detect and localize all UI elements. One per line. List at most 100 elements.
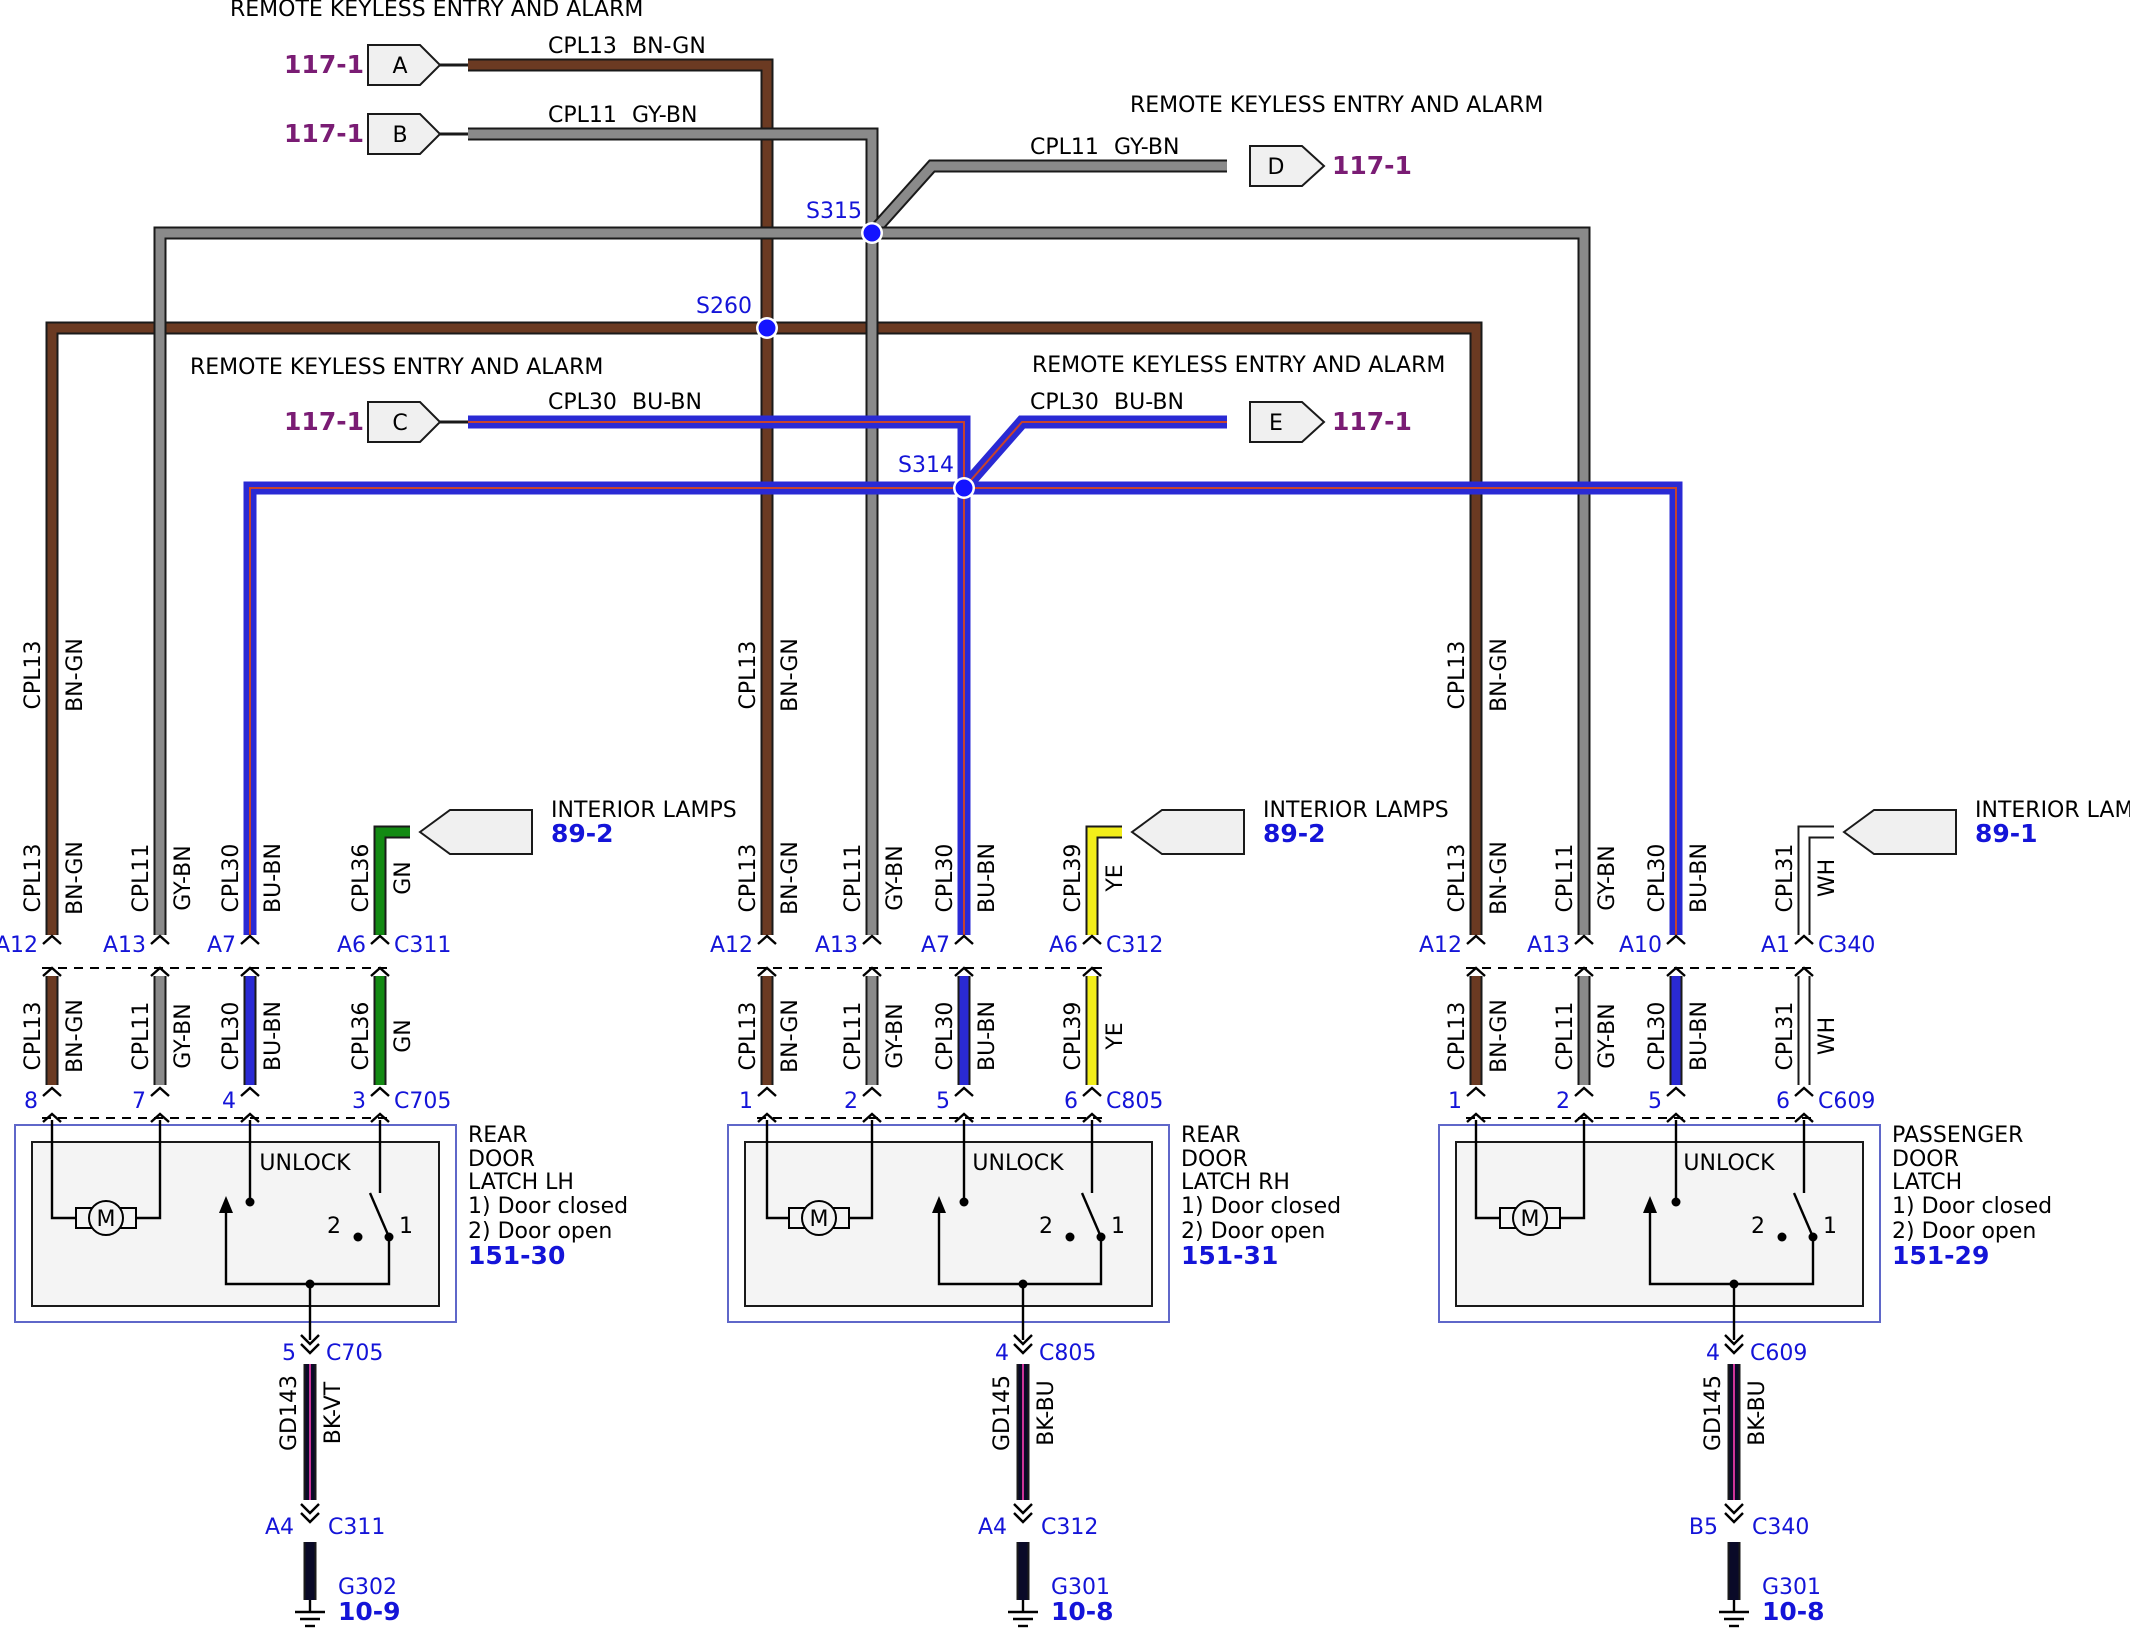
wire-label-vertical: GN <box>391 1019 416 1053</box>
wire-label-vertical: GY-BN <box>1595 1003 1620 1068</box>
wire-lamp-top <box>1799 827 1834 935</box>
pin-label-mid: 3 <box>352 1089 366 1114</box>
pin-label-mid: 6 <box>1776 1089 1790 1114</box>
connector-name-top: C340 <box>1818 933 1875 958</box>
arrow-head <box>1643 1196 1657 1213</box>
wire-cpl30-e <box>959 415 1227 493</box>
motor-wire-right <box>848 1120 874 1220</box>
component-description: REAR <box>1181 1123 1241 1148</box>
component-description: REAR <box>468 1123 528 1148</box>
ground-pin2-label: B5 <box>1689 1515 1718 1540</box>
wire-label: CPL11 <box>548 103 617 128</box>
component-description: DOOR <box>1892 1147 1959 1172</box>
ground-wire-color: BK-VT <box>321 1381 346 1444</box>
pin-bottom-chevron <box>1466 966 1486 977</box>
contact-dot <box>959 1197 969 1207</box>
pin-label-mid: 1 <box>1448 1089 1462 1114</box>
ground-pin-chevron <box>300 1512 320 1524</box>
wire-label-vertical: YE <box>1103 864 1128 892</box>
wire-label-vertical: CPL13 <box>21 1002 46 1071</box>
connector-shape <box>367 44 442 86</box>
pin-mid-chevron <box>954 1086 974 1097</box>
pin-mid-chevron <box>757 1086 777 1097</box>
component-description: 2) Door open <box>1892 1219 2036 1244</box>
pin-mid-chevron <box>862 1086 882 1097</box>
wire-label-vertical: CPL39 <box>1061 1002 1086 1071</box>
wire-cpl30-e-stripe <box>963 421 1227 489</box>
ground-wire-label: GD145 <box>990 1375 1015 1451</box>
component-description: DOOR <box>468 1147 535 1172</box>
lamp-connector-shape <box>418 809 533 855</box>
pin-mid-lower-chevron <box>370 1112 390 1123</box>
component-description: 1) Door closed <box>468 1194 628 1219</box>
connector-letter: C <box>392 411 407 436</box>
pin-label-top: A13 <box>1527 933 1570 958</box>
contact-dot <box>1671 1197 1681 1207</box>
pin-mid-chevron <box>370 1086 390 1097</box>
wire-label-vertical: CPL39 <box>1061 844 1086 913</box>
pin-mid-chevron <box>1666 1086 1686 1097</box>
unlock-label: UNLOCK <box>972 1151 1064 1176</box>
heading-remote-mid-right: REMOTE KEYLESS ENTRY AND ALARM <box>1032 353 1445 378</box>
pin-label-mid: 5 <box>1648 1089 1662 1114</box>
wire-label-vertical: CPL11 <box>1553 844 1578 913</box>
pin-mid-chevron <box>42 1086 62 1097</box>
connector-ref: 117-1 <box>284 407 364 436</box>
ground-pin-chevron <box>1724 1503 1744 1515</box>
wires-layer <box>45 58 1834 1600</box>
arrow-head <box>219 1196 233 1213</box>
wire-label-vertical: CPL13 <box>21 844 46 913</box>
pin-mid-chevron <box>1082 1086 1102 1097</box>
pin-label-top: A7 <box>207 933 236 958</box>
component-description: PASSENGER <box>1892 1123 2023 1148</box>
pin-bottom-chevron <box>1666 966 1686 977</box>
lamp-ref: 89-2 <box>551 819 614 848</box>
wire-label-vertical: CPL11 <box>841 1002 866 1071</box>
pin-label-mid: 4 <box>222 1089 236 1114</box>
lamp-label: INTERIOR LAMPS <box>1975 798 2130 823</box>
wire-label-vertical: CPL11 <box>841 844 866 913</box>
lamp-label: INTERIOR LAMPS <box>551 798 737 823</box>
wire-label-vertical: GY-BN <box>1595 845 1620 910</box>
pin-label-mid: 5 <box>936 1089 950 1114</box>
wire-label-vertical: BU-BN <box>975 1001 1000 1071</box>
unlock-label: UNLOCK <box>259 1151 351 1176</box>
wire-label-vertical: WH <box>1815 1017 1840 1055</box>
pin-bottom-chevron <box>1082 966 1102 977</box>
pin-mid-lower-chevron <box>240 1112 260 1123</box>
door-switch-blade <box>1792 1192 1815 1238</box>
wire-label-vertical: CPL13 <box>1445 641 1470 710</box>
connector-ref: 117-1 <box>1332 151 1412 180</box>
ground-pin-chevron <box>1724 1334 1744 1346</box>
component-ref: 151-30 <box>468 1241 565 1270</box>
pin-label-top: A6 <box>337 933 366 958</box>
ground-connector-label: C805 <box>1039 1341 1096 1366</box>
pin-mid-lower-chevron <box>862 1112 882 1123</box>
wire-label: GY-BN <box>1114 135 1179 160</box>
splices-layer <box>756 222 975 499</box>
motor-symbol <box>1512 1200 1548 1236</box>
wire-label-vertical: CPL13 <box>736 1002 761 1071</box>
pin-label-top: A1 <box>1761 933 1790 958</box>
pin-label-mid: 1 <box>739 1089 753 1114</box>
pin-label-top: A13 <box>103 933 146 958</box>
wire-label-vertical: CPL11 <box>129 1002 154 1071</box>
ground-connector-label: C609 <box>1750 1341 1807 1366</box>
pin-bottom-chevron <box>1794 966 1814 977</box>
ground-wire-color: BK-BU <box>1745 1380 1770 1446</box>
pin-mid-lower-chevron <box>1574 1112 1594 1123</box>
connector-ref: 117-1 <box>284 119 364 148</box>
wire-label-vertical: BU-BN <box>1687 843 1712 913</box>
connector-name-mid: C705 <box>394 1089 451 1114</box>
wire-label: BU-BN <box>632 390 702 415</box>
pin-mid-lower-chevron <box>150 1112 170 1123</box>
pin-bottom-chevron <box>240 966 260 977</box>
pin-mid-lower-chevron <box>757 1112 777 1123</box>
wire-label-vertical: BN-GN <box>778 841 803 915</box>
switch-pos-2: 2 <box>1039 1214 1053 1239</box>
pin-top-chevron <box>150 934 170 945</box>
pin-label-mid: 7 <box>132 1089 146 1114</box>
ground-name: G301 <box>1051 1575 1110 1600</box>
switch-pos-1: 1 <box>1823 1214 1837 1239</box>
